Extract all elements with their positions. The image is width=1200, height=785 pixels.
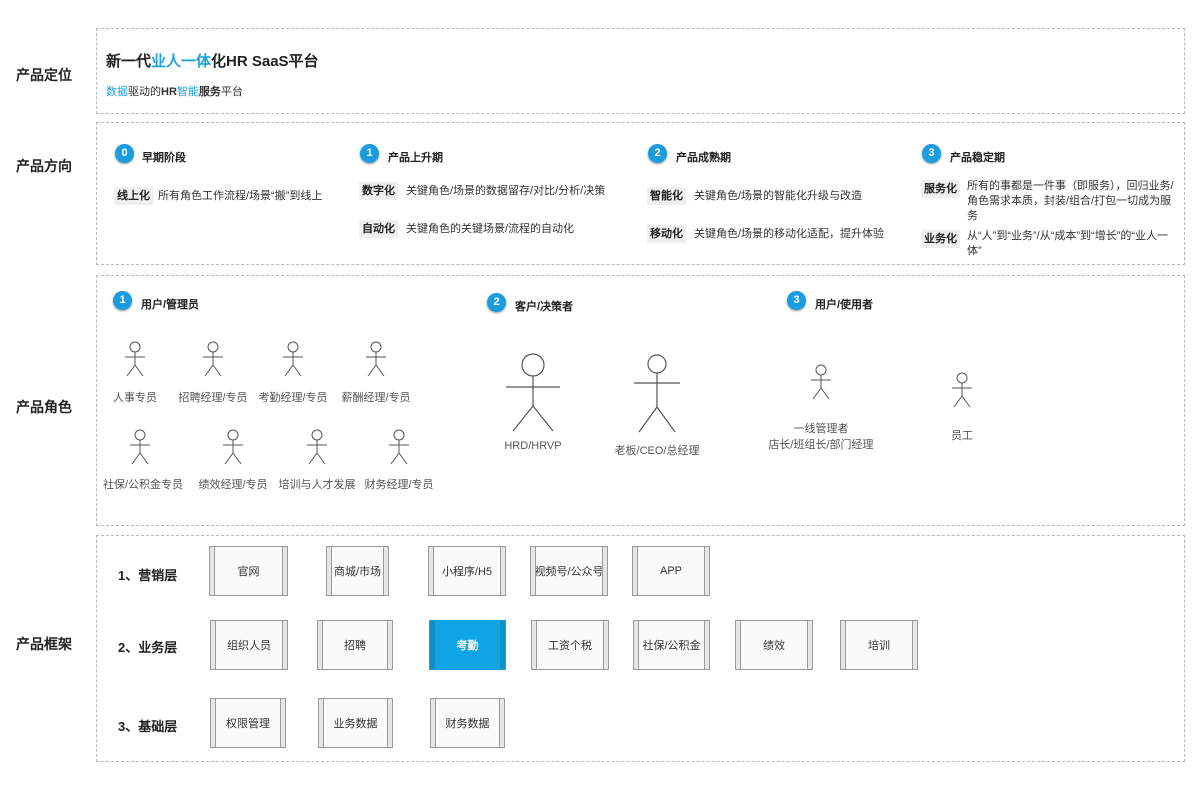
direction-desc: 从“人”到“业务”/从“成本”到“增长”的“业人一体” <box>967 230 1169 257</box>
role-group-badge-3: 3 <box>787 291 806 310</box>
positioning-title: 新一代业人一体化HR SaaS平台 <box>106 50 319 71</box>
role-label: 一线管理者 <box>793 423 849 435</box>
positioning-subtitle: 数据驱动的HR智能服务平台 <box>106 83 243 99</box>
direction-desc: 关键角色/场景的移动化适配，提升体验 <box>694 228 885 240</box>
sub-accent-data: 数据 <box>106 86 128 98</box>
stage-badge-3: 3 <box>922 144 941 163</box>
direction-desc: 关键角色/场景的数据留存/对比/分析/决策 <box>406 185 606 197</box>
role-label: 店长/班组长/部门经理 <box>768 439 874 451</box>
role-label: HRD/HRVP <box>504 440 562 452</box>
role-label: 薪酬经理/专员 <box>341 392 411 404</box>
role-group-title-1: 用户/管理员 <box>141 299 200 311</box>
framework-box[interactable]: 官网 <box>209 546 288 596</box>
direction-tag: 服务化 <box>921 180 960 198</box>
sub-accent-smart: 智能 <box>176 86 199 98</box>
framework-box[interactable]: 社保/公积金 <box>633 620 710 670</box>
stage-title-1: 产品上升期 <box>388 152 443 164</box>
person-icon <box>387 429 411 465</box>
framework-box[interactable]: 权限管理 <box>210 698 286 748</box>
person-icon-large <box>504 352 562 432</box>
role-label: 绩效经理/专员 <box>198 479 268 491</box>
stage-badge-1: 1 <box>360 144 379 163</box>
direction-tag: 业务化 <box>921 230 960 248</box>
framework-box[interactable]: 工资个税 <box>531 620 609 670</box>
framework-box[interactable]: 绩效 <box>735 620 813 670</box>
person-icon <box>281 341 305 377</box>
role-group-title-3: 用户/使用者 <box>815 299 874 311</box>
stage-badge-0: 0 <box>115 144 134 163</box>
person-icon <box>123 341 147 377</box>
stage-title-3: 产品稳定期 <box>950 152 1005 164</box>
direction-panel: 0 早期阶段 线上化 所有角色工作流程/场景“搬”到线上 1 产品上升期 数字化… <box>96 122 1185 265</box>
framework-box[interactable]: 招聘 <box>317 620 393 670</box>
framework-box[interactable]: 业务数据 <box>318 698 393 748</box>
layer-label: 1、营销层 <box>118 568 178 583</box>
framework-panel <box>96 535 1185 762</box>
sub-bold-hr: HR <box>161 86 177 98</box>
person-icon <box>305 429 329 465</box>
stage-title-0: 早期阶段 <box>142 152 186 164</box>
person-icon <box>809 364 833 400</box>
direction-tag: 自动化 <box>359 220 398 238</box>
title-prefix: 新一代 <box>106 53 152 70</box>
direction-tag: 智能化 <box>647 187 686 205</box>
framework-box[interactable]: APP <box>632 546 710 596</box>
direction-tag: 线上化 <box>114 187 153 205</box>
framework-box[interactable]: 组织人员 <box>210 620 288 670</box>
role-label: 考勤经理/专员 <box>258 392 328 404</box>
section-label-roles: 产品角色 <box>16 399 72 415</box>
person-icon <box>221 429 245 465</box>
person-icon <box>128 429 152 465</box>
roles-panel: 1 用户/管理员 2 客户/决策者 3 用户/使用者 人事专员 招聘经理/专员 … <box>96 275 1185 526</box>
person-icon <box>201 341 225 377</box>
person-icon-large <box>632 353 682 433</box>
role-label: 人事专员 <box>113 392 157 404</box>
direction-desc: 所有的事都是一件事（即服务），回归业务/角色需求本质，封装/组合/打包一切成为服… <box>967 180 1174 222</box>
framework-box[interactable]: 小程序/H5 <box>428 546 506 596</box>
role-label: 培训与人才发展 <box>278 479 356 491</box>
role-label: 老板/CEO/总经理 <box>614 445 700 457</box>
positioning-panel: 新一代业人一体化HR SaaS平台 数据驱动的HR智能服务平台 <box>96 28 1185 114</box>
sub-end: 平台 <box>220 86 243 98</box>
section-label-direction: 产品方向 <box>16 158 72 174</box>
framework-box[interactable]: 视频号/公众号 <box>530 546 608 596</box>
framework-box[interactable]: 财务数据 <box>430 698 505 748</box>
direction-tag: 移动化 <box>647 225 686 243</box>
role-group-badge-1: 1 <box>113 291 132 310</box>
section-label-positioning: 产品定位 <box>16 67 72 83</box>
role-group-badge-2: 2 <box>487 293 506 312</box>
sub-bold-service: 服务 <box>198 86 221 98</box>
direction-desc: 所有角色工作流程/场景“搬”到线上 <box>158 190 323 202</box>
stage-title-2: 产品成熟期 <box>676 152 731 164</box>
role-label: 招聘经理/专员 <box>178 392 248 404</box>
framework-box-active[interactable]: 考勤 <box>429 620 506 670</box>
person-icon <box>950 372 974 408</box>
section-label-framework: 产品框架 <box>16 636 72 652</box>
direction-desc: 关键角色的关键场景/流程的自动化 <box>406 223 575 235</box>
direction-tag: 数字化 <box>359 182 398 200</box>
sub-mid: 驱动的 <box>128 86 161 98</box>
role-label: 社保/公积金专员 <box>102 479 184 491</box>
layer-label: 2、业务层 <box>118 640 178 655</box>
role-group-title-2: 客户/决策者 <box>515 301 574 313</box>
person-icon <box>364 341 388 377</box>
title-suffix: 化HR SaaS平台 <box>211 53 319 70</box>
framework-box[interactable]: 商城/市场 <box>326 546 389 596</box>
role-label: 员工 <box>951 430 973 442</box>
role-label: 财务经理/专员 <box>364 479 434 491</box>
stage-badge-2: 2 <box>648 144 667 163</box>
layer-label: 3、基础层 <box>118 719 178 734</box>
direction-desc: 关键角色/场景的智能化升级与改造 <box>694 190 863 202</box>
title-accent: 业人一体 <box>151 53 212 70</box>
framework-box[interactable]: 培训 <box>840 620 918 670</box>
